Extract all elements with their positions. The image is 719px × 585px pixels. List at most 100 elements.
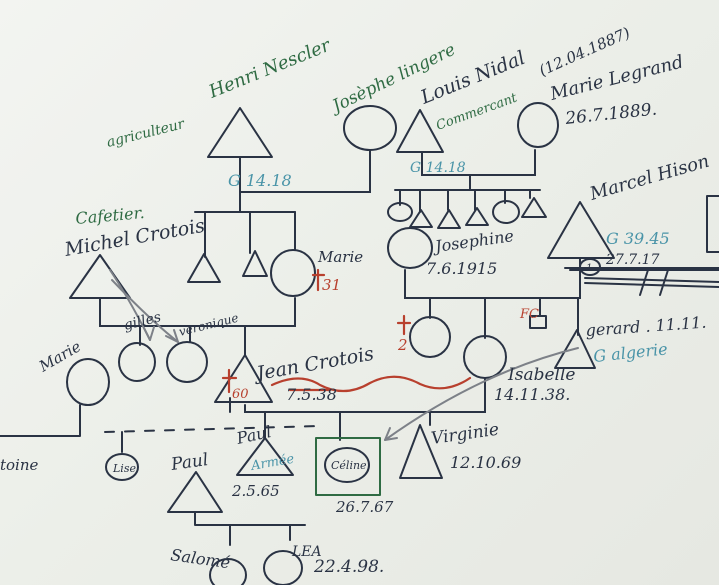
marcel-number-circle (579, 258, 601, 276)
twice-married-circle (409, 316, 451, 358)
paul-date: 2.5.65 (231, 482, 280, 500)
paul-left-name: Paul (169, 450, 210, 475)
child-stubs-jean-family (264, 411, 431, 441)
couple-line-michel-marie (99, 297, 296, 327)
gilles-circle (118, 342, 156, 382)
veronique-circle (166, 341, 208, 383)
henri-occupation: agriculteur (105, 116, 187, 151)
josephine-circle (387, 227, 433, 269)
child-triangle-4 (521, 197, 547, 218)
marie-left-name: Marie (35, 337, 84, 376)
gerard-g-label: G algerie (592, 339, 668, 366)
virginie-name: Virginie (430, 420, 500, 449)
henri-child-triangle-1 (187, 253, 221, 283)
virginie-date: 12.10.69 (450, 453, 521, 472)
antoine-name: toine (0, 456, 39, 474)
divorce-marks (639, 269, 669, 296)
josephine-name: Josephine (431, 226, 515, 256)
marcel-double-line (564, 267, 719, 271)
child-stubs-paul-family (194, 511, 306, 546)
marie-left-circle (66, 358, 110, 406)
veronique-name: veronique (177, 311, 239, 339)
jean-date: 7.5.38 (286, 385, 337, 404)
salome-name: Salomé (169, 545, 231, 572)
virginie-triangle (399, 424, 443, 479)
gerard-triangle (554, 329, 596, 369)
child-triangle-2 (437, 209, 461, 229)
child-stubs-louis-family (399, 189, 531, 213)
child-stubs-michel-family (139, 325, 246, 356)
paul-mid-name: Paul (234, 422, 273, 448)
isabelle-circle (463, 335, 507, 379)
arrowhead-veronique (165, 329, 179, 343)
marcel-name: Marcel Hison (587, 151, 712, 205)
jean-death: 60 (232, 387, 249, 402)
celine-circle (324, 447, 370, 483)
arrowhead-celine (384, 427, 398, 441)
child-triangle-3 (465, 207, 489, 226)
wavy-conflict-line (270, 375, 472, 393)
louis-triangle (396, 109, 444, 153)
louis-g-label: G 14.18 (410, 160, 466, 176)
marcel-date: 27.7.17 (605, 252, 660, 268)
arrows (109, 269, 579, 441)
celine-date: 26.7.67 (335, 498, 394, 516)
fc-square (529, 315, 547, 329)
lea-date: 22.4.98. (313, 557, 384, 577)
henri-name: Henri Nescler (205, 34, 334, 103)
twice-mark: 2 (397, 336, 408, 354)
henri-triangle (207, 107, 273, 158)
salome-circle (209, 558, 247, 585)
lea-circle (263, 550, 303, 585)
jean-name: Jean Crotois (251, 343, 376, 386)
sibling-line-louis-family (394, 174, 541, 191)
cafetier-label: Cafetier. (75, 203, 146, 228)
child-stubs-henri-family (204, 211, 296, 258)
henri-child-triangle-2 (242, 250, 268, 277)
michel-triangle (69, 254, 131, 299)
child-circle-1 (387, 202, 413, 222)
marie-mid-circle (270, 249, 316, 297)
paul-left-triangle (167, 471, 223, 513)
arrowhead-gilles (143, 326, 155, 341)
couple-line-jean-isabelle (244, 377, 486, 413)
isabelle-name: Isabelle (507, 365, 575, 385)
dashed-relationship-line (104, 425, 321, 433)
marie-legrand-date: 26.7.1889. (563, 99, 658, 129)
marie-mid-death: 31 (322, 276, 341, 294)
celine-highlight-box (315, 437, 381, 496)
child-circle-2 (492, 200, 520, 224)
gilles-name: gilles (122, 309, 163, 334)
fc-label: FC (519, 307, 539, 322)
couple-line-louis-marie (421, 149, 536, 176)
lise-name: Lise (112, 462, 136, 475)
marie-mid-name: Marie (317, 248, 363, 266)
marcel-triangle (547, 201, 615, 259)
gerard-name: gerard . 11.11. (585, 313, 707, 340)
person-shapes (66, 102, 719, 585)
paul-mid-triangle (236, 437, 294, 476)
henri-g-label: G 14.18 (228, 171, 292, 190)
lea-name: LEA (291, 544, 322, 560)
left-family-line (0, 404, 81, 437)
cross-jean (221, 368, 238, 394)
red-marks (221, 268, 472, 394)
couple-line-henri-josephe (239, 149, 371, 193)
child-stubs-josephine-family (429, 297, 579, 339)
marcel-marriage-line (584, 277, 719, 288)
offscreen-box (706, 195, 719, 253)
josephe-circle (343, 105, 397, 151)
lise-circle (105, 453, 139, 481)
cross-marie-mid (311, 268, 326, 292)
marcel-g-label: G 39.45 (606, 229, 670, 248)
celine-name: Céline (331, 459, 367, 472)
arrow-to-veronique (111, 279, 179, 343)
child-triangle-1 (409, 209, 433, 228)
connector-lines (0, 149, 719, 546)
josephine-date: 7.6.1915 (426, 259, 497, 278)
cross-twice (396, 314, 412, 336)
couple-line-josephine-marcel (404, 257, 581, 299)
isabelle-date: 14.11.38. (494, 385, 570, 404)
marcel-number: 1 (586, 263, 592, 274)
